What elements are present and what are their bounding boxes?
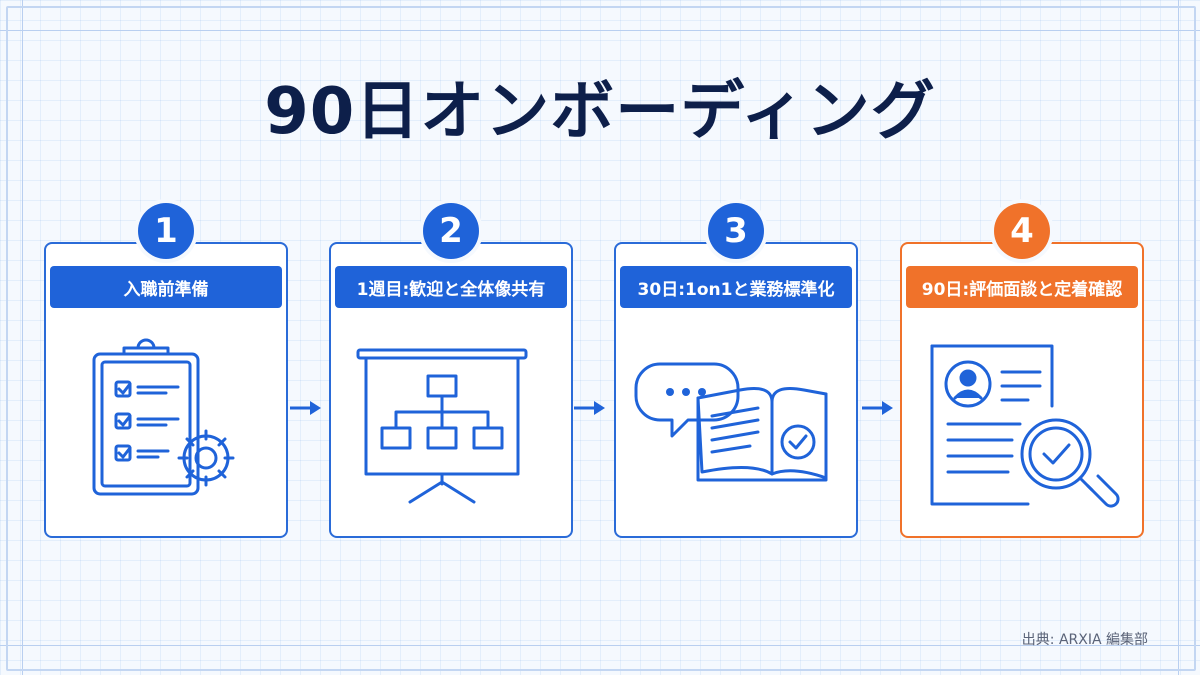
frame-line (0, 30, 1200, 31)
step-label-3: 30日:1on1と業務標準化 (620, 266, 852, 308)
step-label-4: 90日:評価面談と定着確認 (906, 266, 1138, 308)
step-number-2: 2 (423, 203, 479, 259)
arrow-right-icon (862, 401, 893, 415)
step-number-4: 4 (994, 203, 1050, 259)
arrow-right-icon (290, 401, 321, 415)
arrow-right-icon (574, 401, 605, 415)
clipboard-checklist-gear-icon (92, 338, 235, 496)
resume-magnifier-check-icon (930, 344, 1120, 508)
step-label-2: 1週目:歓迎と全体像共有 (335, 266, 567, 308)
frame-line (22, 0, 23, 675)
chat-bubble-open-book-icon (634, 362, 828, 482)
step-number-1: 1 (138, 203, 194, 259)
source-credit: 出典: ARXIA 編集部 (1021, 632, 1148, 648)
frame-line (1178, 0, 1179, 675)
page-title: 90日オンボーディング (264, 75, 936, 149)
step-label-1: 入職前準備 (50, 266, 282, 308)
presentation-org-chart-icon (356, 348, 528, 504)
frame-line (0, 645, 1200, 646)
step-number-3: 3 (708, 203, 764, 259)
outer-border (6, 6, 1196, 671)
